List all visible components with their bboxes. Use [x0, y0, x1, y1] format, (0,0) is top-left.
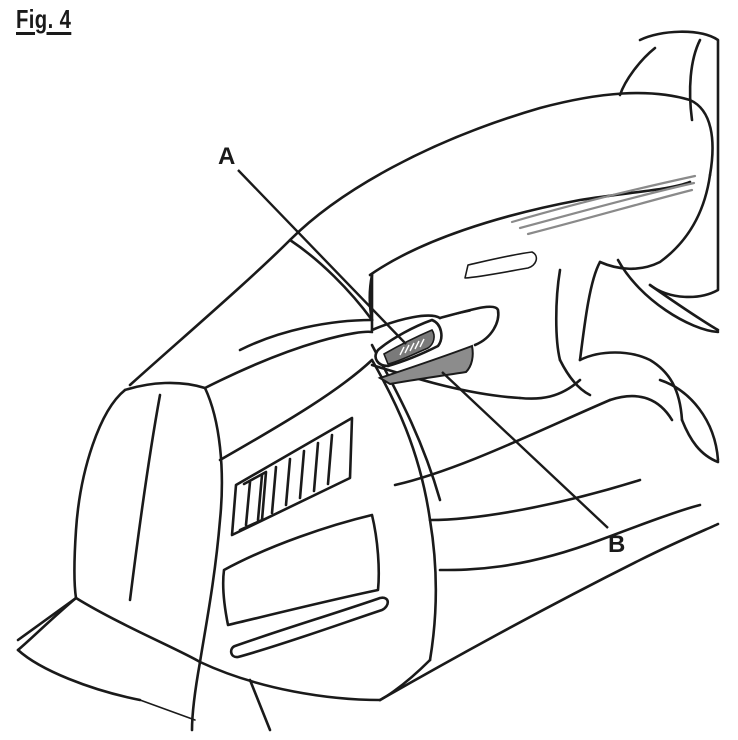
- label-recess: [221, 513, 390, 659]
- figure-title: Fig. 4: [16, 4, 72, 34]
- rear-guard: [616, 30, 720, 334]
- callout-leaders: [237, 169, 609, 529]
- upper-shell: [123, 238, 374, 392]
- front-housing: [16, 386, 382, 732]
- leader-a: [237, 169, 407, 345]
- vent-grille: [230, 416, 354, 537]
- rear-grip: [518, 260, 720, 464]
- callout-label-a: A: [218, 143, 235, 170]
- switch-housing: [370, 305, 500, 347]
- trigger-switch[interactable]: [377, 344, 474, 386]
- lower-housing: [370, 363, 720, 702]
- top-handle: [288, 91, 714, 279]
- lock-off-button[interactable]: [374, 318, 443, 368]
- callout-label-b: B: [608, 531, 625, 558]
- side-panel: [218, 343, 442, 702]
- leader-b: [441, 371, 609, 529]
